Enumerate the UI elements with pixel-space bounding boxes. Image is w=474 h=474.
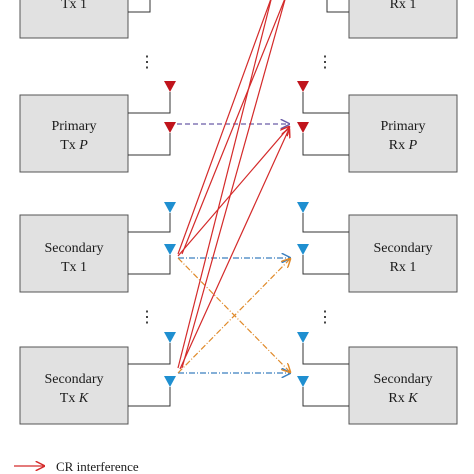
tx-ellipsis-upper: ⋮ — [139, 54, 155, 71]
rx-secondaryk-line2: Rx K — [388, 391, 418, 406]
cr-link — [181, 0, 286, 369]
secondary-cross-1-k — [177, 257, 290, 372]
tx-primary-line1: Primary — [51, 119, 96, 134]
rx-secondary1-line1: Secondary — [373, 241, 432, 256]
antenna-icon — [164, 244, 176, 255]
legend-cr-label: CR interference — [56, 459, 139, 474]
cr-link — [177, 127, 289, 257]
antenna-icon — [297, 244, 309, 255]
rx-connectors — [302, 0, 349, 407]
rx-box-top-cut: Rx 1 — [348, 0, 458, 39]
rx-ellipsis-lower: ⋮ — [317, 309, 333, 326]
tx-connectors — [128, 0, 171, 407]
cr-link — [177, 0, 272, 369]
tx-top-label: Tx 1 — [61, 0, 87, 12]
tx-secondary1-line1: Secondary — [44, 241, 103, 256]
rx-ellipsis-upper: ⋮ — [317, 54, 333, 71]
antenna-icon — [164, 122, 176, 133]
secondary-cross-k-1 — [177, 259, 290, 374]
antenna-icon — [164, 81, 176, 92]
antenna-icon — [297, 332, 309, 343]
tx-secondary1-line2: Tx 1 — [61, 260, 87, 275]
rx-primary-line1: Primary — [380, 119, 425, 134]
tx-box-secondary-k: Secondary Tx K — [19, 346, 129, 425]
rx-top-label: Rx 1 — [390, 0, 417, 12]
tx-secondary-antennas — [164, 202, 176, 387]
rx-primary-line2: Rx P — [389, 138, 418, 153]
antenna-icon — [164, 202, 176, 213]
legend: CR interference — [14, 459, 139, 474]
cr-interference-lines — [177, 0, 289, 370]
rx-box-primary-p: Primary Rx P — [348, 94, 458, 173]
antenna-icon — [297, 376, 309, 387]
antenna-icon — [297, 81, 309, 92]
antenna-icon — [164, 332, 176, 343]
tx-box-secondary-1: Secondary Tx 1 — [19, 214, 129, 293]
rx-primary-antennas — [297, 81, 309, 133]
rx-secondary-antennas — [297, 202, 309, 387]
tx-box-primary-p: Primary Tx P — [19, 94, 129, 173]
antenna-icon — [297, 202, 309, 213]
rx-box-secondary-1: Secondary Rx 1 — [348, 214, 458, 293]
cr-link — [179, 129, 289, 370]
antenna-icon — [297, 122, 309, 133]
rx-secondaryk-line1: Secondary — [373, 372, 432, 387]
antenna-icon — [164, 376, 176, 387]
tx-ellipsis-lower: ⋮ — [139, 309, 155, 326]
cr-link — [181, 0, 286, 255]
tx-secondaryk-line2: Tx K — [60, 391, 89, 406]
tx-primary-antennas — [164, 81, 176, 133]
tx-box-top-cut: Tx 1 — [19, 0, 129, 39]
rx-box-secondary-k: Secondary Rx K — [348, 346, 458, 425]
rx-secondary1-line2: Rx 1 — [390, 260, 417, 275]
tx-secondaryk-line1: Secondary — [44, 372, 103, 387]
cr-link — [177, 0, 272, 255]
tx-primary-line2: Tx P — [60, 138, 88, 153]
